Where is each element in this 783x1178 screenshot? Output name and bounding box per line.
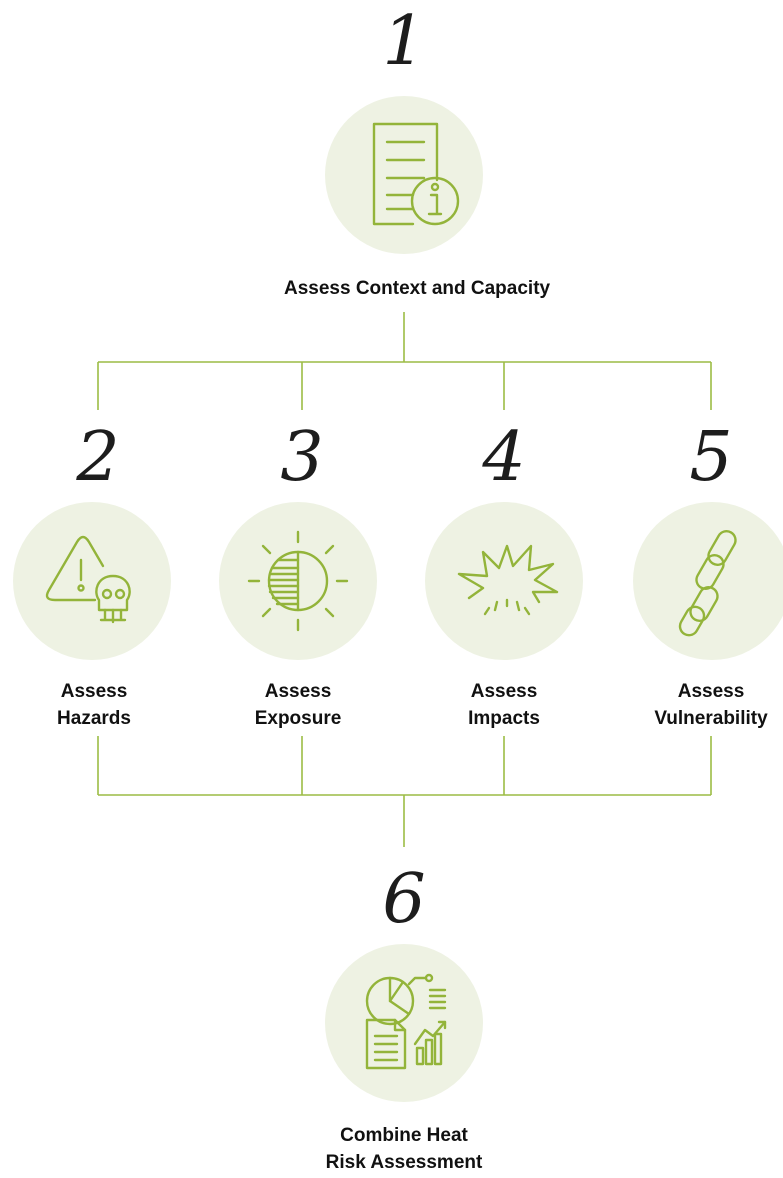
hazard-warning-skull-icon bbox=[45, 535, 131, 624]
step-6-label-line-1: Combine Heat bbox=[340, 1125, 468, 1146]
step-1-number: 1 bbox=[382, 2, 426, 81]
impact-burst-icon bbox=[457, 544, 559, 616]
step-2-label: Assess Hazards bbox=[0, 678, 214, 732]
step-4-label-line-2: Impacts bbox=[468, 708, 540, 729]
step-3-label-line-1: Assess bbox=[264, 681, 332, 702]
step-2-number: 2 bbox=[76, 418, 120, 497]
broken-chain-link-icon bbox=[678, 530, 737, 637]
step-5-number: 5 bbox=[689, 418, 733, 497]
step-6-label: Combine Heat Risk Assessment bbox=[284, 1122, 524, 1176]
step-1-label-line: Assess Context and Capacity bbox=[284, 278, 551, 299]
step-3-label: Assess Exposure bbox=[178, 678, 418, 732]
step-5-circle bbox=[633, 502, 783, 660]
step-1-label: Assess Context and Capacity bbox=[284, 275, 551, 302]
step-5-label: Assess Vulnerability bbox=[591, 678, 783, 732]
step-4-label: Assess Impacts bbox=[384, 678, 624, 732]
step-6-number: 6 bbox=[382, 860, 426, 939]
step-6-circle bbox=[325, 944, 483, 1102]
sun-half-shaded-icon bbox=[247, 530, 349, 632]
report-analytics-icon bbox=[365, 973, 447, 1070]
step-3-circle bbox=[219, 502, 377, 660]
step-6-label-line-2: Risk Assessment bbox=[325, 1152, 483, 1173]
step-3-number: 3 bbox=[280, 418, 324, 497]
step-4-number: 4 bbox=[482, 418, 526, 497]
step-1-circle bbox=[325, 96, 483, 254]
step-5-label-line-2: Vulnerability bbox=[654, 708, 768, 729]
step-2-label-line-2: Hazards bbox=[57, 708, 131, 729]
step-3-label-line-2: Exposure bbox=[254, 708, 342, 729]
step-5-label-line-1: Assess bbox=[677, 681, 745, 702]
step-4-label-line-1: Assess bbox=[470, 681, 538, 702]
step-2-label-line-1: Assess bbox=[60, 681, 128, 702]
step-4-circle bbox=[425, 502, 583, 660]
document-info-icon bbox=[372, 122, 460, 226]
step-2-circle bbox=[13, 502, 171, 660]
